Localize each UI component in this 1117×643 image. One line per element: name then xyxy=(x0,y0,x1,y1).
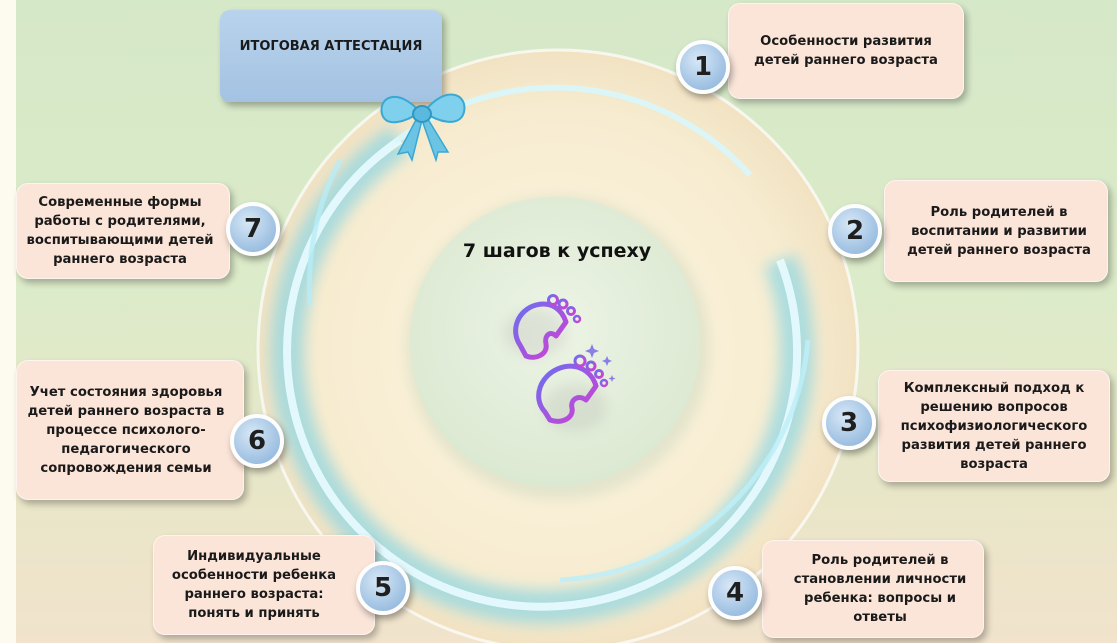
step-text-2: Роль родителей в воспитании и развитии д… xyxy=(900,203,1098,260)
step-number-6: 6 xyxy=(230,414,284,468)
step-number-3: 3 xyxy=(822,396,876,450)
step-box-4: Роль родителей в становлении личности ре… xyxy=(762,540,984,638)
step-number-5: 5 xyxy=(356,561,410,615)
final-attestation-label: ИТОГОВАЯ АТТЕСТАЦИЯ xyxy=(240,39,423,54)
step-text-7: Современные формы работы с родителями, в… xyxy=(26,193,214,269)
step-number-7: 7 xyxy=(226,202,280,256)
step-text-4: Роль родителей в становлении личности ре… xyxy=(786,551,974,627)
step-number-4: 4 xyxy=(708,566,762,620)
center-title: 7 шагов к успеху xyxy=(432,240,682,262)
step-box-3: Комплексный подход к решению вопросов пс… xyxy=(878,370,1110,482)
step-text-6: Учет состояния здоровья детей раннего во… xyxy=(26,383,226,478)
step-text-3: Комплексный подход к решению вопросов пс… xyxy=(888,379,1100,474)
step-box-7: Современные формы работы с родителями, в… xyxy=(16,183,230,279)
step-text-1: Особенности развития детей раннего возра… xyxy=(738,32,954,70)
bow-icon xyxy=(368,72,478,162)
step-number-2: 2 xyxy=(828,204,882,258)
step-box-6: Учет состояния здоровья детей раннего во… xyxy=(16,360,244,500)
step-box-1: Особенности развития детей раннего возра… xyxy=(728,3,964,99)
step-number-1: 1 xyxy=(676,40,730,94)
step-box-2: Роль родителей в воспитании и развитии д… xyxy=(884,180,1108,282)
step-text-5: Индивидуальные особенности ребенка ранне… xyxy=(163,547,345,623)
step-box-5: Индивидуальные особенности ребенка ранне… xyxy=(153,535,375,635)
